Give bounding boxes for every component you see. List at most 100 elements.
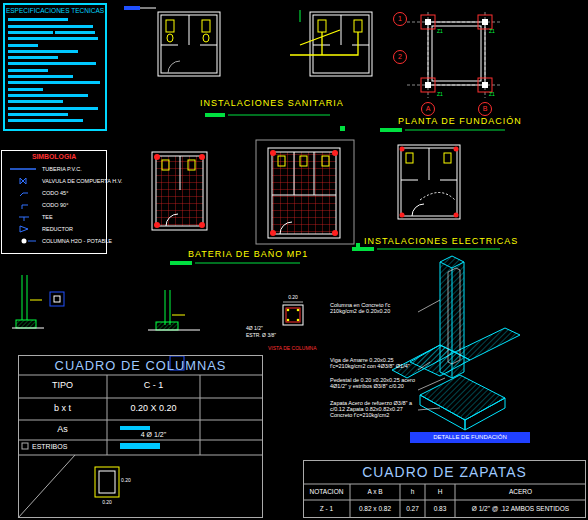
callout-note: Pedestal de 0.20 x0.20x0.25 acero 4Ø1/2"…	[330, 377, 416, 389]
column-footing-details	[156, 322, 178, 330]
spec-title-mark	[124, 6, 140, 10]
view-title: BATERIA DE BAÑO MP1	[188, 250, 328, 260]
legend-symbol	[20, 226, 28, 232]
spec-title-mark	[140, 8, 156, 9]
detail-title-band	[410, 432, 530, 443]
title-underline-bars	[170, 261, 192, 265]
legend-symbol	[20, 193, 28, 196]
callout-note: Columna en Concreto f'c 210kg/cm2 de 0.2…	[330, 302, 416, 314]
table-cell: ACERO	[455, 488, 586, 495]
electrical-plan	[401, 148, 457, 216]
table-cell: 4 Ø 1/2"	[107, 431, 200, 439]
sanitary-plan	[167, 34, 173, 42]
box-title: SIMBOLOGIA	[2, 151, 106, 163]
callout-note: VISTA DE COLUMNA	[268, 346, 338, 352]
foundation-plan	[394, 13, 492, 116]
bathroom-battery-plan	[162, 160, 169, 170]
table-cell: 0.83	[425, 505, 455, 512]
sanitary-plan-pipes	[318, 20, 326, 32]
spec-text-bars	[8, 18, 100, 122]
column-footing-details	[283, 305, 303, 325]
isometric-footing	[440, 256, 464, 378]
spec-text-bars	[8, 75, 73, 78]
sanitary-plan-pipes	[300, 10, 301, 22]
column-footing-details	[283, 302, 303, 303]
legend-symbol	[22, 205, 28, 209]
axis-label: A	[423, 105, 433, 113]
foundation-plan	[421, 15, 435, 29]
spec-text-bars	[8, 94, 88, 97]
column-footing-details	[297, 309, 300, 312]
electrical-plan	[400, 147, 405, 152]
spec-text-bars	[8, 107, 98, 110]
foundation-plan	[421, 15, 492, 92]
table-cell: Z - 1	[303, 505, 350, 512]
electrical-plan	[444, 153, 451, 163]
column-footing-details	[287, 319, 290, 322]
spec-text-bars	[8, 100, 63, 103]
table-cell: ESTRIBOS	[32, 443, 102, 451]
spec-text-bars	[8, 81, 100, 84]
column-footing-details	[287, 309, 300, 322]
view-title: PLANTA DE FUNDACIÓN	[398, 117, 528, 127]
foundation-plan	[394, 13, 407, 26]
isometric-footing	[448, 268, 460, 364]
column-table-grid	[120, 443, 160, 449]
bathroom-battery-plan	[270, 230, 276, 236]
table-cell: As	[18, 425, 107, 435]
electrical-plan	[454, 147, 459, 152]
bathroom-battery-plan	[268, 148, 340, 238]
spec-text-bars	[8, 69, 48, 72]
bathroom-battery-plan	[154, 154, 160, 160]
bathroom-battery-plan	[278, 156, 285, 166]
table-box: CUADRO DE COLUMNAS	[18, 355, 263, 518]
bathroom-battery-plan	[199, 222, 205, 228]
leader-lines	[418, 378, 445, 390]
spec-title-mark	[124, 6, 156, 10]
title-underline-bars	[228, 115, 330, 116]
bathroom-battery-plan	[156, 156, 203, 226]
table-cell: 0.20 X 0.20	[107, 404, 200, 414]
foundation-plan	[421, 78, 435, 92]
sanitary-plan-pipes	[310, 12, 372, 76]
column-table-grid	[120, 426, 150, 430]
table-cell: A x B	[350, 488, 400, 495]
legend-symbol	[19, 217, 29, 221]
column-table-grid	[22, 443, 28, 449]
foundation-plan	[428, 22, 485, 85]
callout-note: ESTR. Ø 3/8"	[246, 333, 282, 339]
bathroom-battery-plan	[272, 152, 336, 195]
footing-table-grid	[303, 484, 586, 518]
title-underline-bars	[377, 249, 500, 250]
bathroom-battery-plan	[152, 152, 207, 230]
bathroom-battery-plan	[180, 156, 181, 190]
column-footing-details	[148, 330, 200, 331]
column-table-grid	[95, 467, 119, 497]
callout-note: DETALLE DE FUNDACIÓN	[410, 434, 530, 441]
sanitary-plan	[161, 15, 217, 73]
foundation-plan	[425, 19, 431, 25]
bathroom-battery-plan	[188, 160, 195, 170]
table-box: ESPECIFICACIONES TECNICAS	[3, 3, 107, 131]
legend-symbol	[20, 226, 28, 232]
table-cell: 0.20	[121, 478, 141, 484]
callout-note: Zapata Acero de refuerzo Ø3/8" a c/0.12 …	[330, 400, 416, 418]
bathroom-battery-plan	[162, 160, 195, 170]
bathroom-battery-plan	[166, 214, 178, 226]
electrical-plan	[400, 147, 459, 218]
sanitary-plan-pipes	[290, 20, 362, 55]
electrical-plan	[420, 193, 455, 201]
title-underline-bars	[356, 243, 360, 247]
isometric-footing	[465, 398, 505, 430]
spec-text-bars	[8, 113, 68, 116]
column-table-grid	[99, 471, 115, 493]
legend-text: COLUMNA H2O - POTABLE	[42, 238, 112, 244]
footing-table-grid	[303, 484, 586, 518]
bathroom-battery-plan	[154, 222, 160, 228]
foundation-plan	[432, 26, 481, 81]
foundation-plan	[422, 103, 435, 116]
column-footing-details	[30, 300, 42, 301]
bathroom-battery-plan	[270, 150, 276, 156]
leader-lines	[418, 362, 430, 370]
